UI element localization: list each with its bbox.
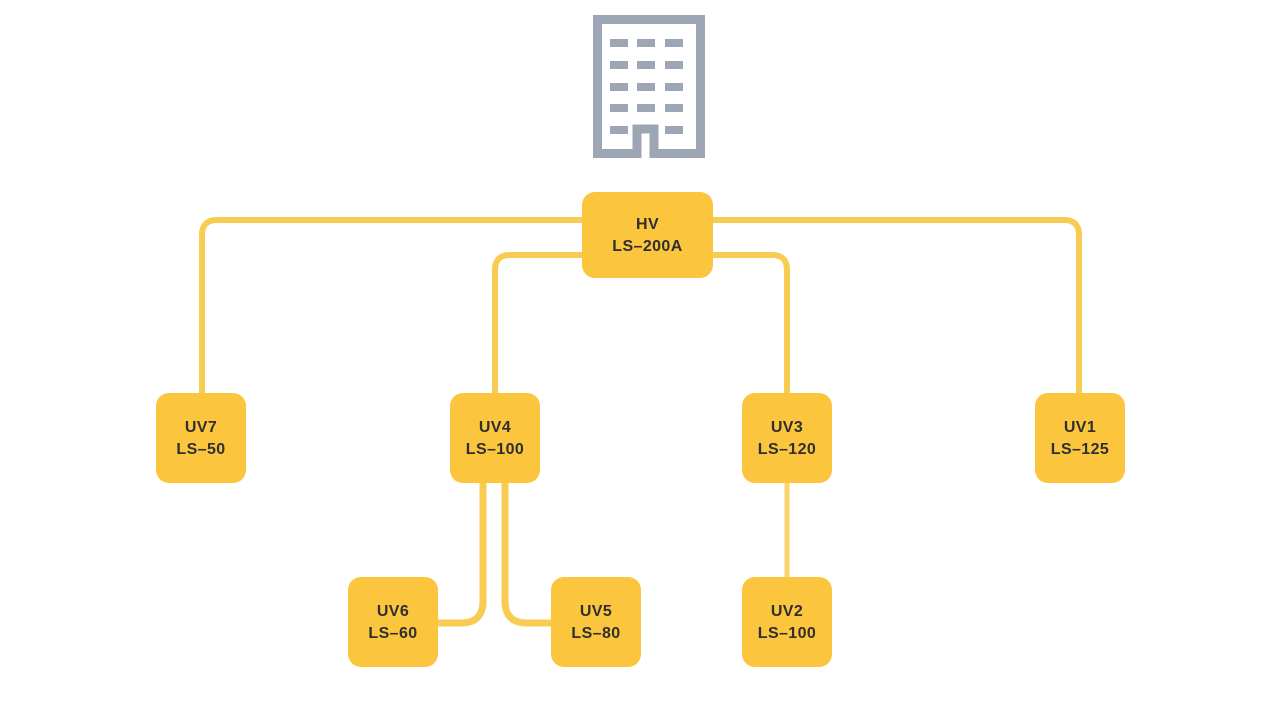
office-building-icon [593,15,705,158]
node-uv4: UV4 LS–100 [450,393,540,483]
node-label: UV6 [376,602,410,620]
node-label: UV2 [770,602,804,620]
connector-hv-uv7 [199,217,582,394]
node-sublabel: LS–100 [757,624,817,642]
connector-uv4-uv6 [438,482,487,627]
node-sublabel: LS–60 [368,624,418,642]
node-uv6: UV6 LS–60 [348,577,438,667]
node-label: UV1 [1063,418,1097,436]
connector-hv-uv4 [492,252,582,394]
node-hv: HV LS–200A [582,192,713,278]
node-label: UV3 [770,418,804,436]
node-uv7: UV7 LS–50 [156,393,246,483]
node-uv5: UV5 LS–80 [551,577,641,667]
connector-hv-uv3 [713,252,790,394]
node-label: HV [635,215,660,233]
node-sublabel: LS–100 [465,440,525,458]
connector-hv-uv1 [713,217,1082,394]
node-sublabel: LS–200A [612,237,683,255]
node-sublabel: LS–120 [757,440,817,458]
node-sublabel: LS–80 [571,624,621,642]
node-uv2: UV2 LS–100 [742,577,832,667]
node-sublabel: LS–50 [176,440,226,458]
node-label: UV4 [478,418,512,436]
node-sublabel: LS–125 [1050,440,1110,458]
node-uv1: UV1 LS–125 [1035,393,1125,483]
node-label: UV5 [579,602,613,620]
node-uv3: UV3 LS–120 [742,393,832,483]
node-label: UV7 [184,418,218,436]
connector-uv4-uv5 [501,482,552,627]
